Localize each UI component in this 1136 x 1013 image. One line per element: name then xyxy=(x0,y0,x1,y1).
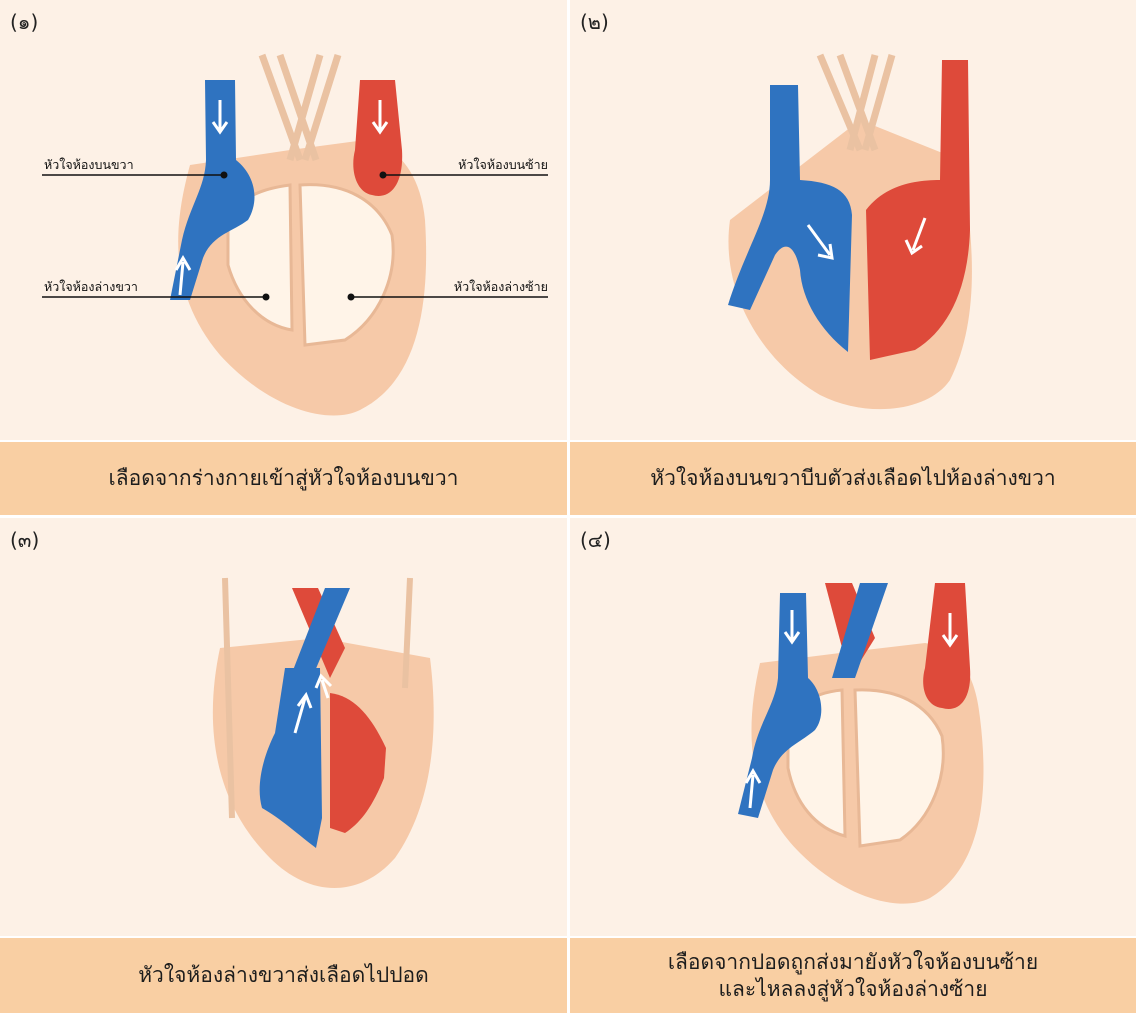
panel-3: (๓) xyxy=(0,518,567,936)
heart-illustration-4 xyxy=(570,518,1136,936)
panel-2-caption-line-1: หัวใจห้องบนขวาบีบตัวส่งเลือดไปห้องล่างขว… xyxy=(650,465,1055,491)
panel-1-caption: เลือดจากร่างกายเข้าสู่หัวใจห้องบนขวา xyxy=(0,442,567,515)
panel-2-caption: หัวใจห้องบนขวาบีบตัวส่งเลือดไปห้องล่างขว… xyxy=(570,442,1136,515)
panel-4: (๔) xyxy=(570,518,1136,936)
panel-1: (๑) หัวใจห้องบ xyxy=(0,0,567,440)
label-left-ventricle: หัวใจห้องล่างซ้าย xyxy=(454,279,548,294)
panel-2: (๒) xyxy=(570,0,1136,440)
panel-4-caption: เลือดจากปอดถูกส่งมายังหัวใจห้องบนซ้าย แล… xyxy=(570,938,1136,1013)
panel-4-caption-line-2: และไหลลงสู่หัวใจห้องล่างซ้าย xyxy=(668,976,1038,1002)
label-right-ventricle: หัวใจห้องล่างขวา xyxy=(44,279,138,294)
heart-illustration-1: หัวใจห้องบนขวา หัวใจห้องบนซ้าย หัวใจห้อง… xyxy=(0,0,567,440)
panel-1-caption-line-1: เลือดจากร่างกายเข้าสู่หัวใจห้องบนขวา xyxy=(109,465,459,491)
panel-3-caption-line-1: หัวใจห้องล่างขวาส่งเลือดไปปอด xyxy=(138,962,429,988)
heart-illustration-3 xyxy=(0,518,567,936)
panel-3-caption: หัวใจห้องล่างขวาส่งเลือดไปปอด xyxy=(0,938,567,1013)
label-left-atrium: หัวใจห้องบนซ้าย xyxy=(458,157,548,172)
label-right-atrium: หัวใจห้องบนขวา xyxy=(44,157,134,172)
heart-illustration-2 xyxy=(570,0,1136,440)
panel-4-caption-line-1: เลือดจากปอดถูกส่งมายังหัวใจห้องบนซ้าย xyxy=(668,949,1038,975)
